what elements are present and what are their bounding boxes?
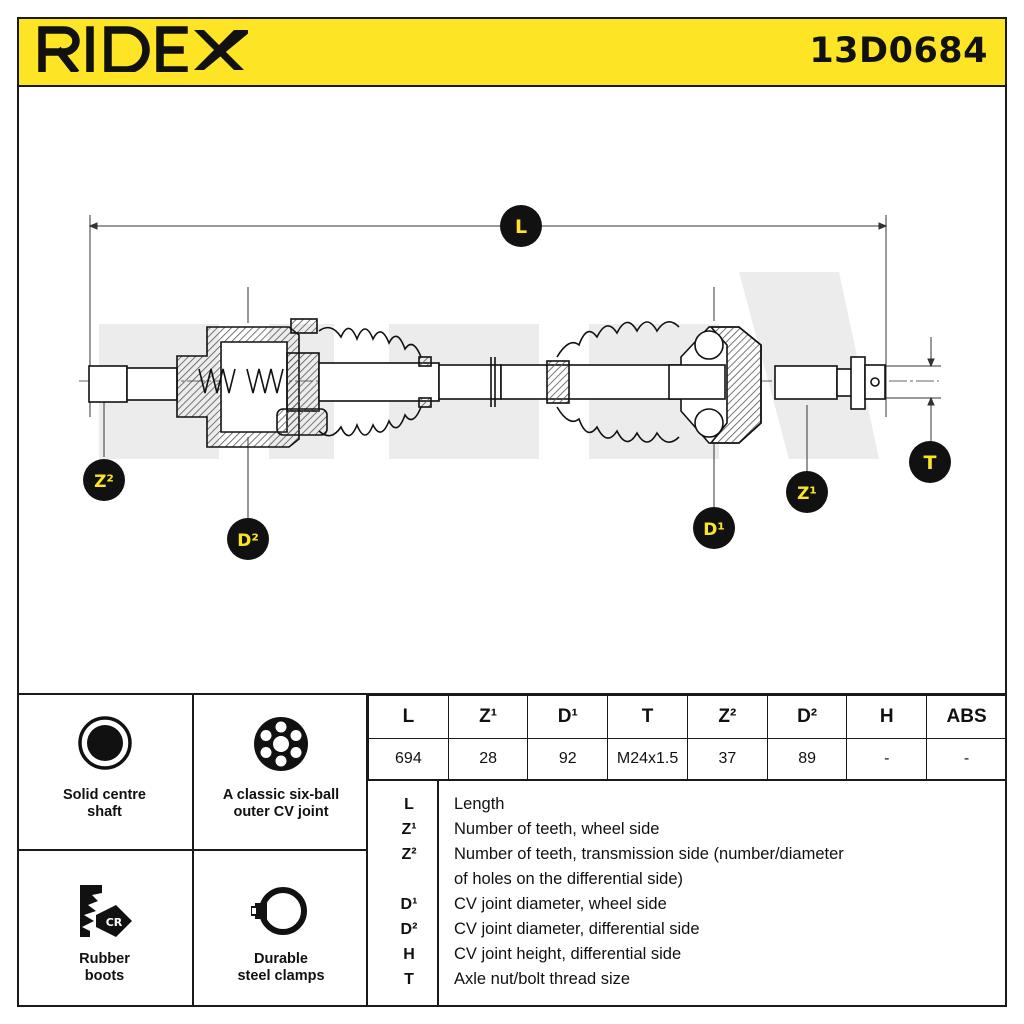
label-D2: D² — [237, 531, 259, 551]
legend-text: Axle nut/bolt thread size — [454, 970, 631, 988]
page-frame — [17, 17, 1007, 1007]
spec-header-row: L Z¹ D¹ T Z² D² H ABS — [368, 695, 1007, 739]
svg-text:CR: CR — [105, 916, 122, 929]
label-badges: L Z² D² D¹ Z¹ T — [83, 205, 951, 560]
legend-text: CV joint diameter, wheel side — [454, 895, 667, 913]
column-divider — [366, 693, 368, 1007]
spec-value: - — [926, 738, 1007, 780]
steel-clamp-icon — [250, 885, 311, 942]
legend-item: T Axle nut/bolt thread size — [368, 967, 1007, 992]
legend-text: of holes on the differential side) — [454, 870, 684, 888]
label-D1: D¹ — [703, 520, 725, 540]
legend-item: D² CV joint diameter, differential side — [368, 917, 1007, 942]
legend-item: of holes on the differential side) — [368, 867, 1007, 892]
legend-symbol: D¹ — [400, 896, 418, 913]
brand-logo — [38, 24, 254, 77]
legend-item: D¹ CV joint diameter, wheel side — [368, 892, 1007, 917]
spec-header: D² — [766, 695, 848, 739]
drive-shaft-diagram: L Z² D² D¹ Z¹ T — [79, 205, 951, 560]
spec-header: H — [846, 695, 928, 739]
solid-shaft-icon — [77, 715, 133, 776]
legend-text: Number of teeth, wheel side — [454, 820, 660, 838]
legend-text: Length — [454, 795, 505, 813]
technical-drawing: L Z² D² D¹ Z¹ T — [19, 87, 1005, 693]
spec-value: 37 — [687, 738, 768, 780]
label-L: L — [515, 216, 527, 238]
legend-text: CV joint diameter, differential side — [454, 920, 700, 938]
part-number: 13D0684 — [809, 31, 988, 71]
legend-symbol: T — [404, 971, 414, 988]
legend-item: H CV joint height, differential side — [368, 942, 1007, 967]
six-ball-joint-icon — [252, 715, 310, 778]
legend-symbol: L — [404, 796, 414, 813]
spec-value-row: 694 28 92 M24x1.5 37 89 - - — [368, 738, 1007, 780]
spec-header: Z¹ — [447, 695, 529, 739]
label-T: T — [924, 452, 937, 474]
spec-header: Z² — [687, 695, 768, 739]
spec-header: L — [368, 695, 449, 739]
section-divider — [17, 693, 1007, 695]
label-Z2: Z² — [94, 472, 114, 492]
spec-header: D¹ — [527, 695, 609, 739]
spec-value: - — [846, 738, 928, 780]
legend: L Length Z¹ Number of teeth, wheel side … — [368, 779, 1007, 1007]
legend-text: CV joint height, differential side — [454, 945, 682, 963]
legend-item: L Length — [368, 792, 1007, 817]
legend-symbol: D² — [400, 921, 418, 938]
legend-text: Number of teeth, transmission side (numb… — [454, 845, 844, 863]
spec-value: M24x1.5 — [607, 738, 689, 780]
spec-value: 28 — [447, 738, 529, 780]
ridex-logo-mark — [38, 26, 254, 76]
legend-symbol: H — [403, 946, 415, 963]
rubber-boot-icon: CR — [76, 881, 134, 944]
legend-item: Z² Number of teeth, transmission side (n… — [368, 842, 1007, 867]
spec-value: 92 — [527, 738, 609, 780]
label-Z1: Z¹ — [797, 484, 817, 504]
spec-header: ABS — [926, 695, 1007, 739]
legend-divider — [437, 781, 439, 1007]
spec-table: L Z¹ D¹ T Z² D² H ABS 694 28 92 M24x1.5 … — [368, 695, 1007, 780]
legend-symbol: Z¹ — [401, 821, 417, 838]
legend-symbol: Z² — [401, 846, 417, 863]
spec-header: T — [607, 695, 689, 739]
spec-value: 694 — [368, 738, 449, 780]
spec-value: 89 — [766, 738, 848, 780]
legend-item: Z¹ Number of teeth, wheel side — [368, 817, 1007, 842]
